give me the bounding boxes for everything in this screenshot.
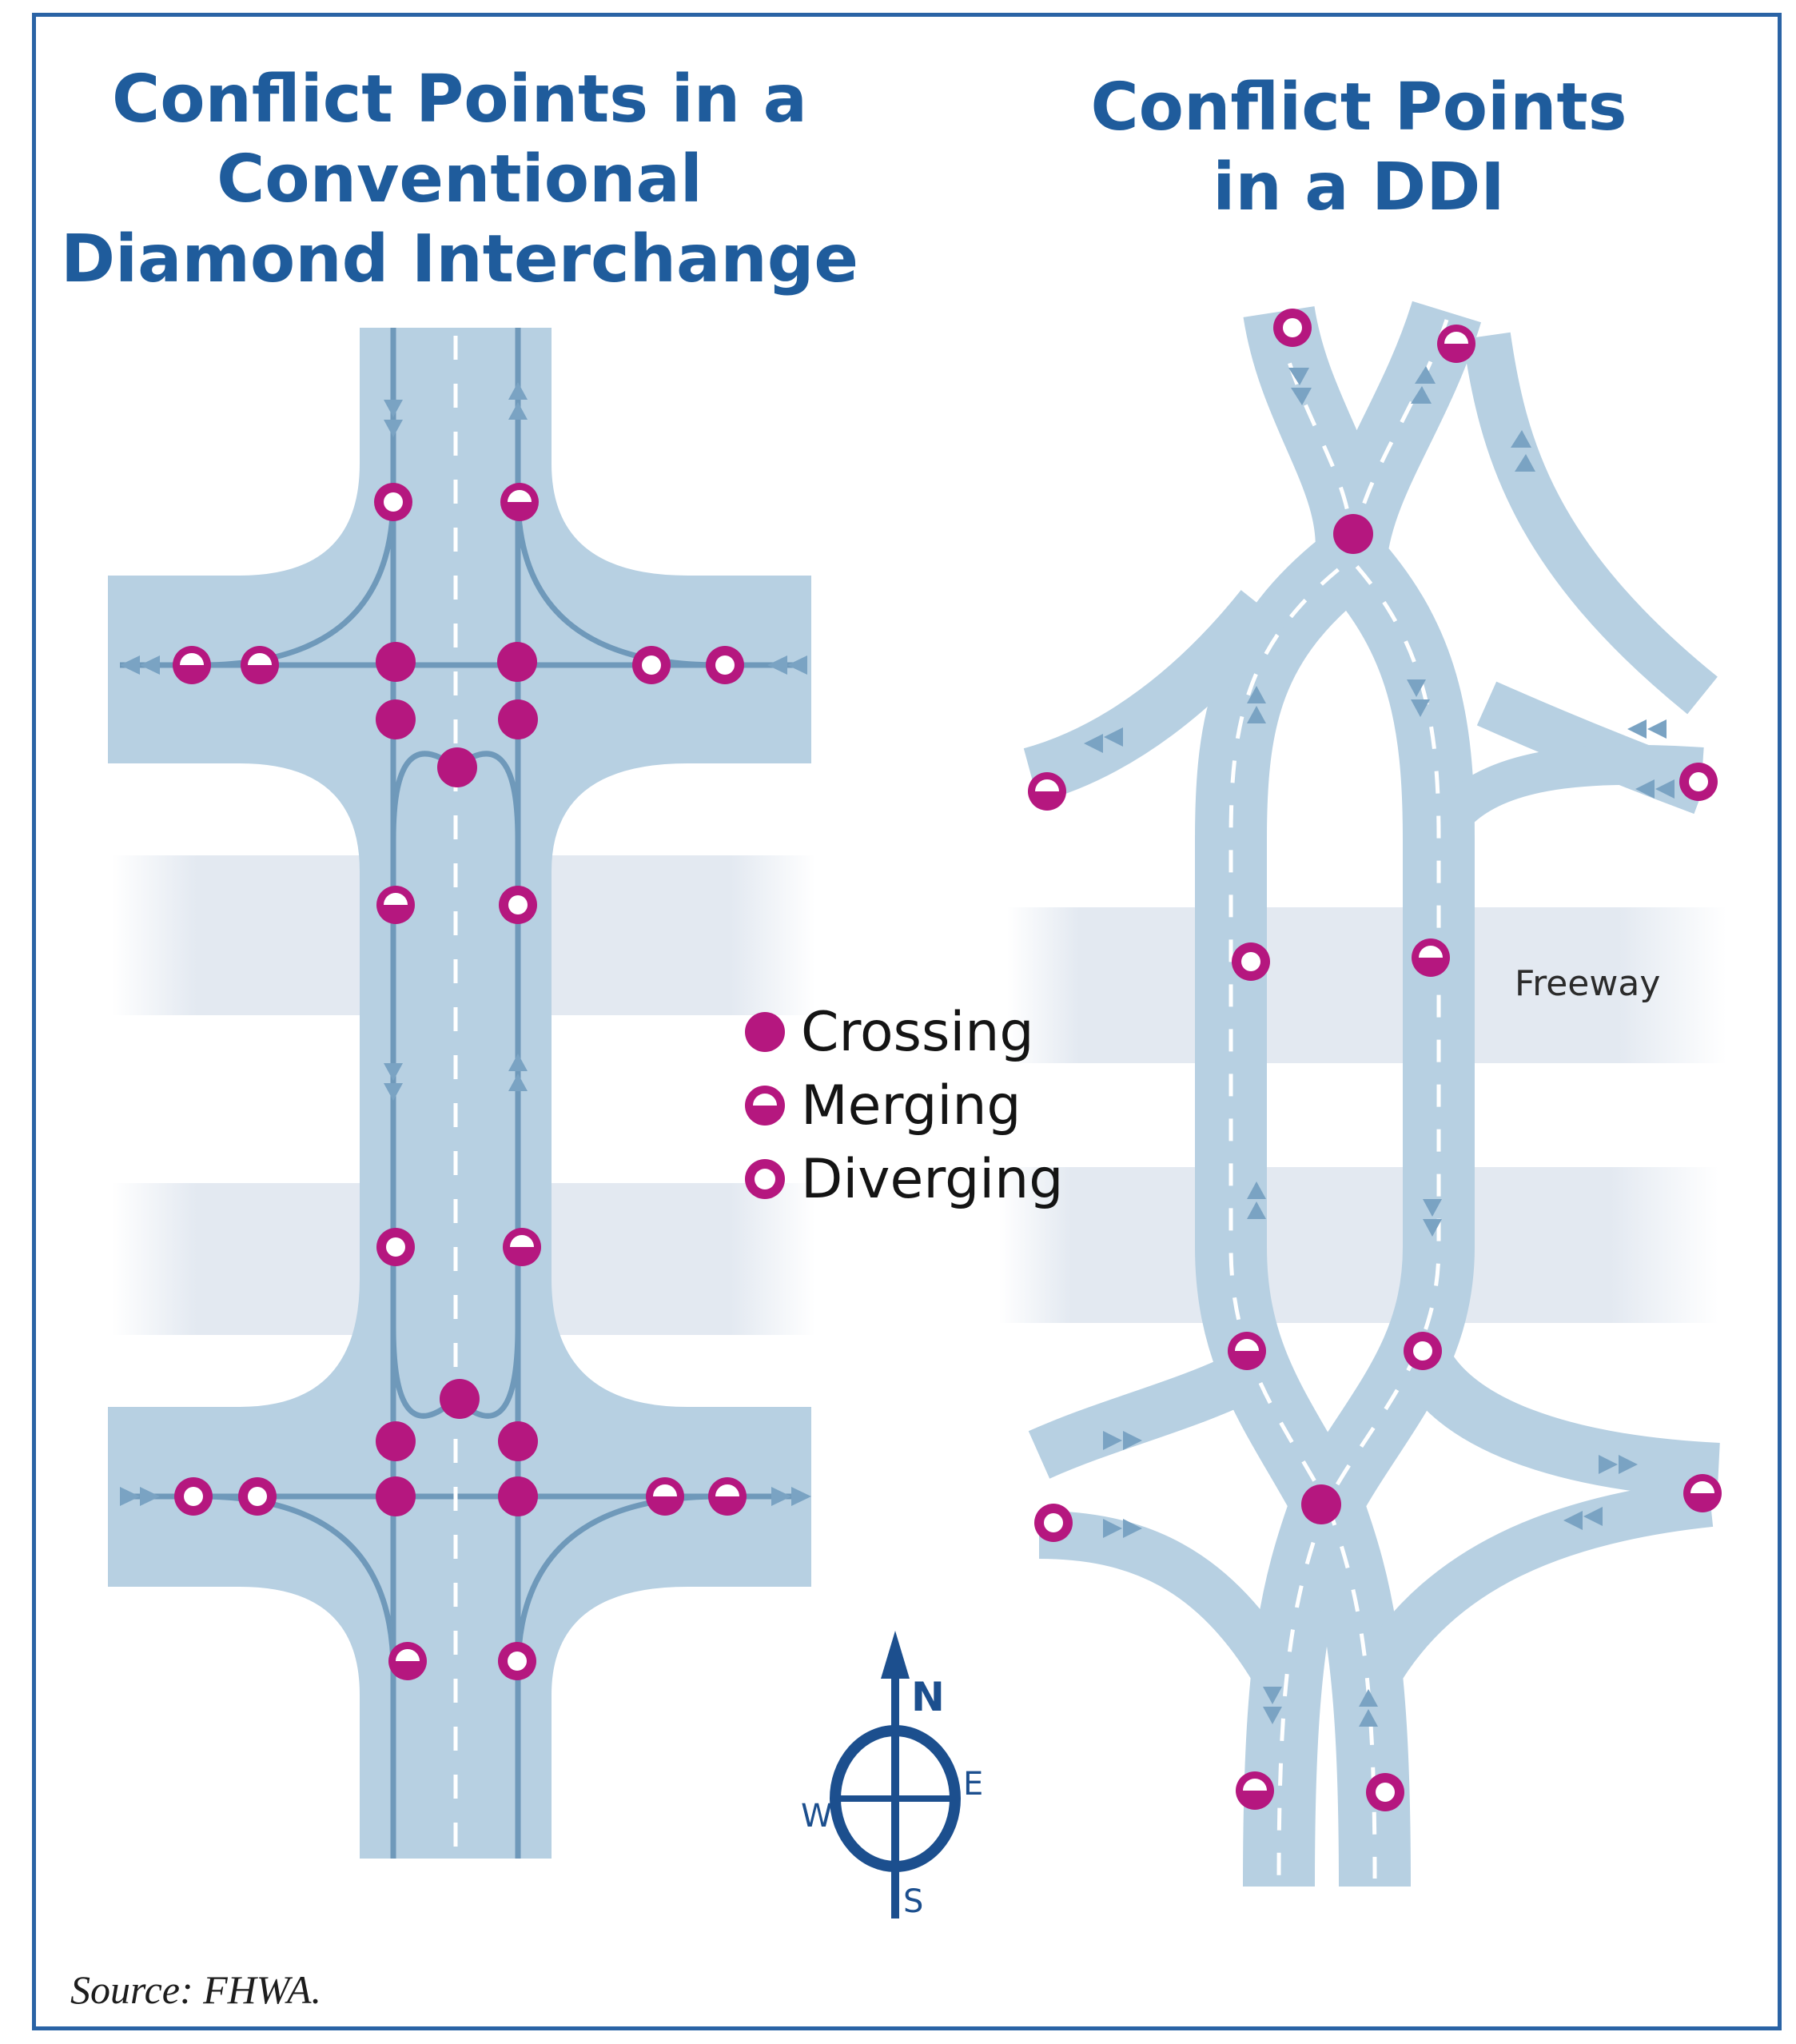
ramp-fillet-sw xyxy=(240,763,360,871)
diverging-point-icon xyxy=(1679,763,1718,801)
crossing-point-icon xyxy=(497,642,537,682)
ramp-fillet-nw xyxy=(240,464,360,576)
ddi-ramp-se2 xyxy=(1353,1479,1714,1691)
ddi-arrows xyxy=(1084,366,1675,1727)
diverging-point-icon xyxy=(1404,1332,1442,1370)
crossing-point-icon xyxy=(376,1476,416,1516)
compass-east-label: E xyxy=(963,1766,983,1803)
ddi-ramp-se1 xyxy=(1397,1345,1720,1499)
merging-point-icon xyxy=(1437,325,1475,363)
crossing-point-icon xyxy=(498,699,538,739)
ddi-ramp-ne3 xyxy=(1430,744,1704,836)
compass-south-label: S xyxy=(903,1883,923,1920)
diverging-point-icon xyxy=(499,886,537,924)
merging-point-icon xyxy=(1028,772,1066,811)
title-right-line-1: Conflict Points xyxy=(1090,70,1627,145)
diverging-point-icon xyxy=(632,646,671,684)
diverging-point-icon xyxy=(1034,1504,1073,1542)
merging-point-icon xyxy=(388,1642,427,1680)
freeway-band-right-south xyxy=(999,1167,1718,1323)
ddi-ramp-nw xyxy=(1023,590,1285,803)
legend-item-crossing: Crossing xyxy=(743,995,1063,1069)
diverging-point-icon xyxy=(374,483,412,521)
title-conventional-diamond: Conflict Points in a Conventional Diamon… xyxy=(60,60,859,300)
freeway-band-right-north xyxy=(1007,907,1726,1063)
diverging-point-icon xyxy=(706,646,744,684)
ramp-fillet-se xyxy=(552,763,687,871)
ddi-roads xyxy=(1023,301,1720,1887)
legend-item-diverging: Diverging xyxy=(743,1142,1063,1216)
title-left-line-1: Conflict Points in a xyxy=(112,62,807,137)
merging-point-icon xyxy=(1236,1771,1274,1810)
diverging-point-icon xyxy=(745,1159,785,1199)
diverging-point-icon xyxy=(498,1642,536,1680)
compass-north-label: N xyxy=(911,1674,945,1720)
merging-point-icon xyxy=(1683,1474,1722,1512)
conflict-points xyxy=(173,309,1722,1811)
source-note: Source: FHWA. xyxy=(70,1967,321,2012)
crossing-point-icon xyxy=(376,1421,416,1461)
compass-west-label: W xyxy=(801,1798,833,1835)
ddi-ramp-sw1 xyxy=(1028,1351,1259,1479)
conventional-arrows xyxy=(120,382,811,1506)
diverging-point-icon xyxy=(238,1477,277,1516)
crossing-point-icon xyxy=(437,747,477,787)
title-left-line-2: Conventional xyxy=(217,141,703,217)
merging-point-icon xyxy=(500,483,539,521)
conventional-diamond-roads xyxy=(108,328,811,1859)
ramp-fillet-se2 xyxy=(552,1279,687,1407)
merging-point-icon xyxy=(1228,1332,1266,1370)
ramp-fillet-ne2 xyxy=(552,1587,687,1695)
merging-point-icon xyxy=(241,646,279,684)
diverging-point-icon xyxy=(1273,309,1312,347)
crossing-point-icon xyxy=(440,1379,480,1419)
compass-rose-icon: N E W S xyxy=(801,1631,983,1920)
ramp-fillet-nw2 xyxy=(240,1587,360,1695)
merging-point-icon xyxy=(745,1086,785,1126)
diverging-point-icon xyxy=(1366,1773,1404,1811)
crossing-point-icon xyxy=(498,1421,538,1461)
ramp-fillet-sw2 xyxy=(240,1279,360,1407)
title-right-line-2: in a DDI xyxy=(1213,149,1505,225)
crossing-point-icon xyxy=(1301,1484,1341,1524)
ddi-ramp-sw2 xyxy=(1038,1511,1300,1691)
diverging-point-icon xyxy=(1232,942,1270,981)
legend-item-merging: Merging xyxy=(743,1069,1063,1142)
title-left-line-3: Diamond Interchange xyxy=(60,221,859,297)
legend-label-merging: Merging xyxy=(801,1074,1021,1138)
merging-point-icon xyxy=(376,886,415,924)
legend-label-crossing: Crossing xyxy=(801,1000,1034,1064)
legend-label-diverging: Diverging xyxy=(801,1147,1064,1211)
freeway-label: Freeway xyxy=(1515,963,1661,1004)
merging-point-icon xyxy=(1412,938,1450,977)
merging-point-icon xyxy=(646,1477,684,1516)
ddi-centerlines xyxy=(1229,319,1449,1879)
diverging-point-icon xyxy=(174,1477,213,1516)
ramp-fillet-ne xyxy=(552,464,687,576)
crossing-point-icon xyxy=(745,1012,785,1052)
merging-point-icon xyxy=(173,646,211,684)
crossing-point-icon xyxy=(376,642,416,682)
legend: Crossing Merging Diverging xyxy=(743,995,1063,1216)
merging-point-icon xyxy=(503,1228,541,1266)
title-ddi: Conflict Points in a DDI xyxy=(1063,68,1655,228)
merging-point-icon xyxy=(708,1477,747,1516)
cross-road-north xyxy=(108,576,811,763)
crossing-point-icon xyxy=(376,699,416,739)
ddi-ramp-ne1 xyxy=(1463,332,1718,715)
crossing-point-icon xyxy=(498,1476,538,1516)
diverging-point-icon xyxy=(376,1228,415,1266)
crossing-point-icon xyxy=(1333,514,1373,554)
